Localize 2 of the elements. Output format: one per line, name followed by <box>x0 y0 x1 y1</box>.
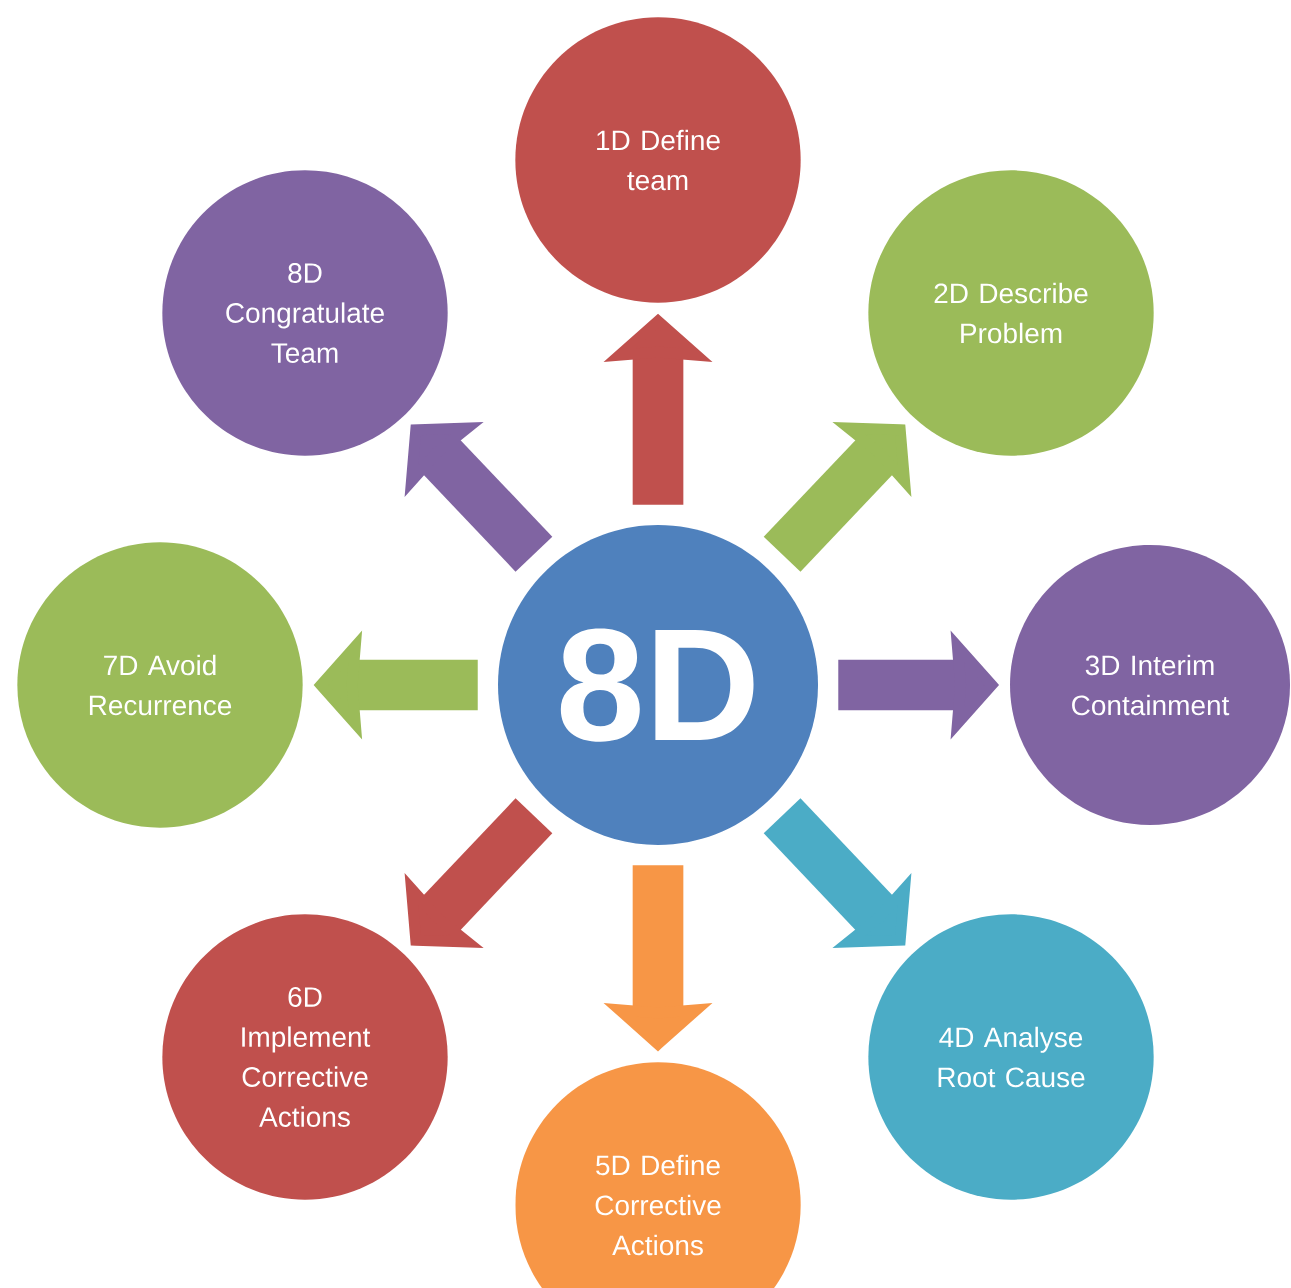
block-arrow <box>404 422 553 572</box>
block-arrow <box>763 798 912 948</box>
